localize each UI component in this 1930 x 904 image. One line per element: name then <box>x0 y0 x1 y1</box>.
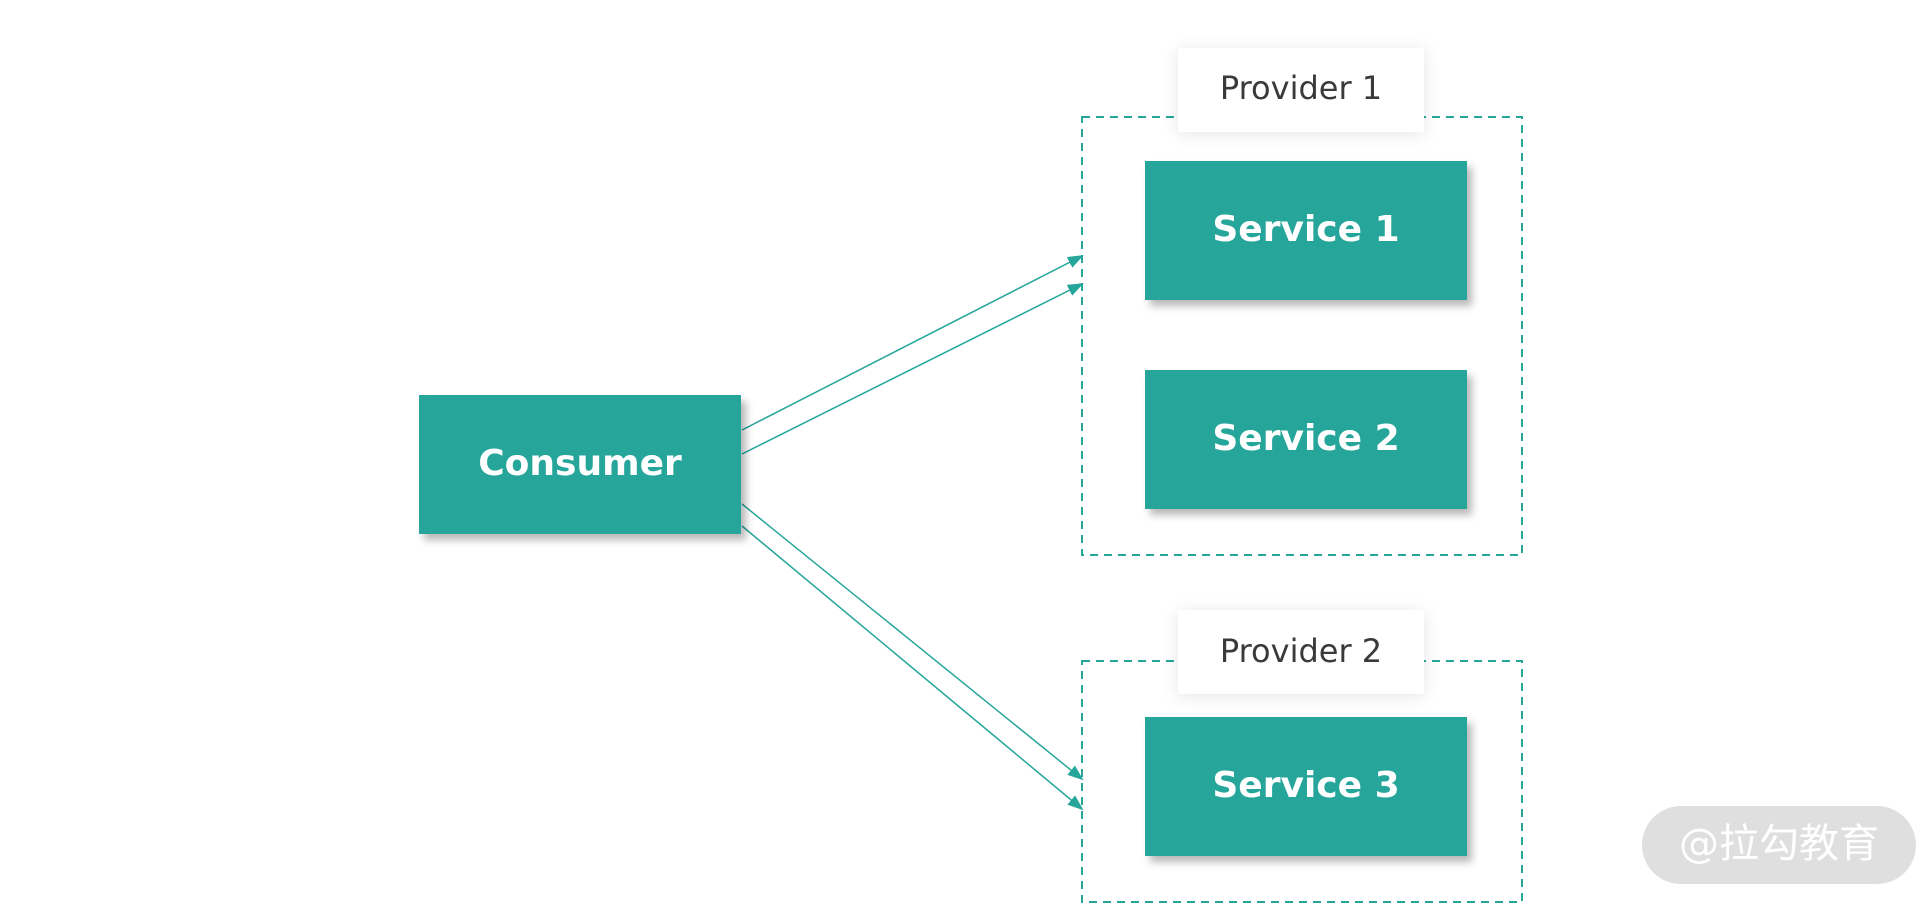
service-2-label: Service 2 <box>1212 418 1399 459</box>
provider-1-label-box <box>1178 48 1424 132</box>
edges <box>741 255 1084 811</box>
watermark: @拉勾教育 <box>1642 806 1916 884</box>
consumer-label: Consumer <box>478 443 682 484</box>
provider-1-label: Provider 1 <box>1220 69 1382 107</box>
provider-2-group: Provider 2 <box>1081 610 1523 903</box>
consumer-node: Consumer <box>419 395 741 534</box>
edge-consumer-to-provider-1-a <box>741 255 1084 431</box>
service-1-node: Service 1 <box>1145 161 1467 300</box>
provider-2-border <box>1081 660 1523 903</box>
provider-2-label-box <box>1178 610 1424 694</box>
service-3-node: Service 3 <box>1145 717 1467 856</box>
provider-1-border <box>1081 116 1523 556</box>
edge-consumer-to-provider-2-a <box>741 503 1084 781</box>
edge-consumer-to-provider-1-b <box>741 283 1084 455</box>
watermark-label: @拉勾教育 <box>1679 821 1879 867</box>
service-1-label: Service 1 <box>1212 209 1399 250</box>
service-2-node: Service 2 <box>1145 370 1467 509</box>
provider-2-label: Provider 2 <box>1220 632 1382 670</box>
provider-1-group: Provider 1 <box>1081 48 1523 556</box>
edge-consumer-to-provider-2-b <box>741 525 1084 811</box>
service-3-label: Service 3 <box>1212 765 1399 806</box>
